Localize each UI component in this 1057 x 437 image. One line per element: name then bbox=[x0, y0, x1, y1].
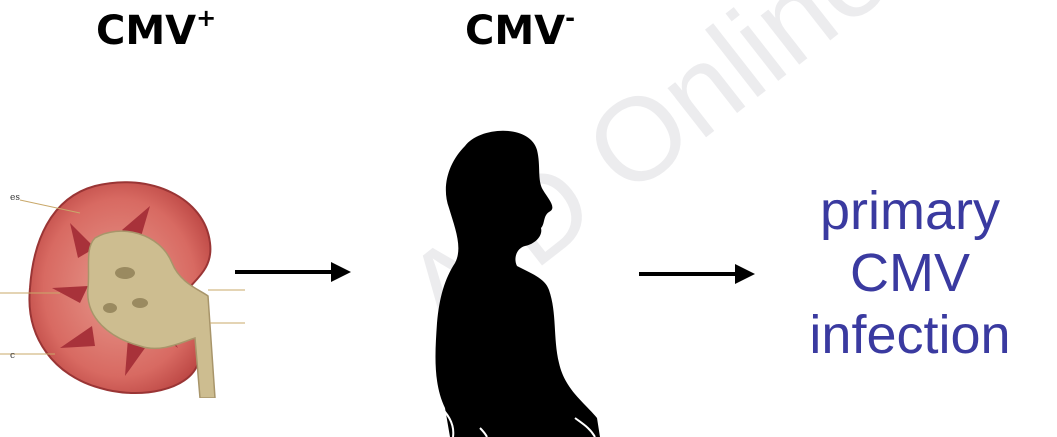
donor-cmv-sign: + bbox=[196, 4, 216, 32]
kidney-illustration: es c bbox=[0, 178, 245, 398]
donor-cmv-status: CMV+ bbox=[96, 8, 216, 54]
recipient-cmv-label: CMV bbox=[465, 8, 565, 54]
outcome-line-2: CMV bbox=[740, 242, 1057, 304]
outcome-line-3: infection bbox=[740, 304, 1057, 366]
kidney-label-top: es bbox=[10, 193, 20, 203]
arrow-donor-to-recipient bbox=[233, 260, 353, 284]
kidney-label-bottom: c bbox=[10, 351, 15, 361]
outcome-text: primary CMV infection bbox=[740, 180, 1057, 366]
recipient-cmv-sign: - bbox=[565, 4, 575, 32]
arrow-recipient-to-outcome bbox=[637, 262, 757, 286]
outcome-line-1: primary bbox=[740, 180, 1057, 242]
recipient-cmv-status: CMV- bbox=[465, 8, 575, 54]
recipient-silhouette bbox=[425, 128, 635, 437]
donor-cmv-label: CMV bbox=[96, 8, 196, 54]
